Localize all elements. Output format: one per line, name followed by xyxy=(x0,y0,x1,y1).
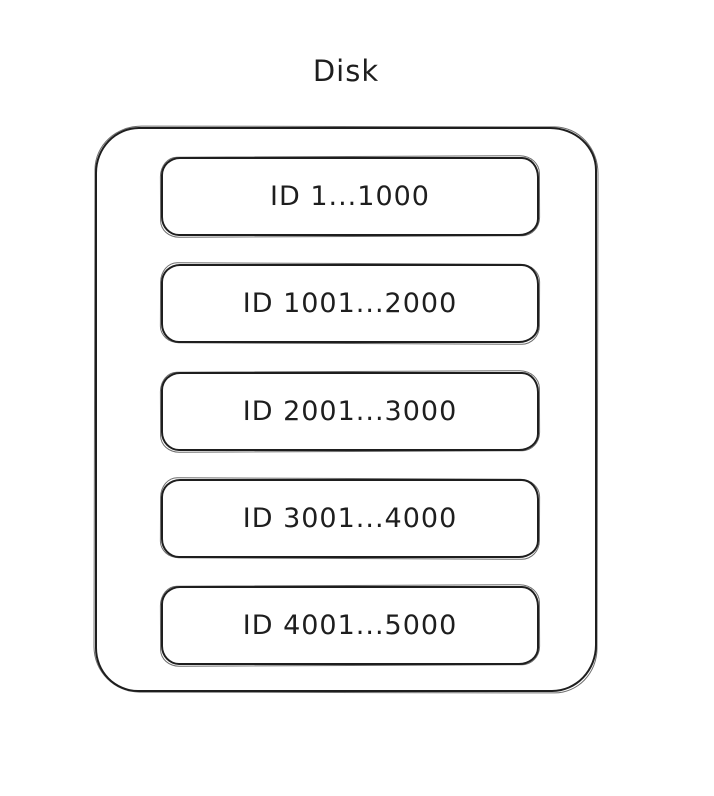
disk-block: ID 2001...3000 xyxy=(161,371,539,451)
disk-block: ID 4001...5000 xyxy=(161,586,539,665)
disk-block: ID 3001...4000 xyxy=(161,478,539,558)
disk-block-label: ID 4001...5000 xyxy=(242,610,458,641)
disk-block-label: ID 3001...4000 xyxy=(242,502,458,534)
disk-block: ID 1...1000 xyxy=(161,157,539,236)
disk-block: ID 1001...2000 xyxy=(161,264,539,344)
disk-block-label: ID 1...1000 xyxy=(270,181,430,212)
disk-container: ID 1...1000 ID 1001...2000 ID 2001...300… xyxy=(95,127,597,692)
disk-block-label: ID 2001...3000 xyxy=(242,395,458,427)
diagram-title: Disk xyxy=(312,54,380,88)
disk-block-label: ID 1001...2000 xyxy=(242,288,458,320)
